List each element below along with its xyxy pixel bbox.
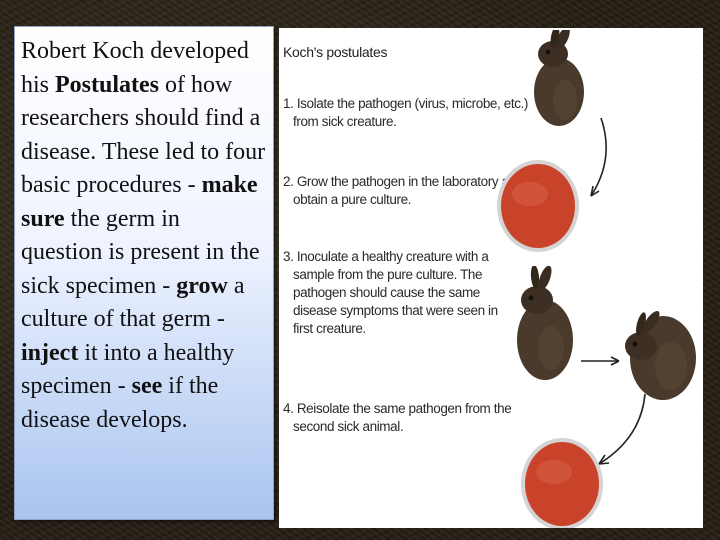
body-text: Robert Koch developed his xyxy=(21,38,249,98)
description-textbox: Robert Koch developed his Postulates of … xyxy=(14,26,274,520)
body-text: the germ in question is present in the s… xyxy=(21,205,260,299)
arrow-icon xyxy=(598,393,646,465)
petri-dish-image xyxy=(521,438,603,528)
step-2: 2. Grow the pathogen in the laboratory a… xyxy=(283,173,523,209)
step-line: sample from the pure culture. The xyxy=(293,267,483,282)
emphasis-text: see xyxy=(131,373,163,399)
step-line: Isolate the pathogen (virus, microbe, et… xyxy=(296,96,529,111)
step-1: 1. Isolate the pathogen (virus, microbe,… xyxy=(283,95,528,131)
step-line: Reisolate the same pathogen from the xyxy=(296,401,512,416)
step-number: 3. xyxy=(283,249,294,264)
emphasis-text: Postulates xyxy=(55,71,160,98)
step-line: pathogen should cause the same xyxy=(293,285,480,300)
description-text: Robert Koch developed his Postulates of … xyxy=(15,27,273,437)
koch-postulates-figure: Koch's postulates 1. Isolate the pathoge… xyxy=(279,28,703,528)
step-line: obtain a pure culture. xyxy=(293,192,412,207)
body-text: if the disease develops. xyxy=(21,373,219,433)
step-line: Grow the pathogen in the laboratory and xyxy=(296,174,523,189)
step-4: 4. Reisolate the same pathogen from the … xyxy=(283,400,512,436)
emphasis-text: inject xyxy=(21,339,79,366)
petri-dish-image xyxy=(497,160,579,252)
body-text: it into a healthy specimen - xyxy=(21,339,235,400)
body-text: of how researchers should find a disease… xyxy=(21,71,266,199)
arrow-icon xyxy=(581,356,620,366)
emphasis-text: grow xyxy=(176,272,228,299)
emphasis-text: make sure xyxy=(21,172,258,232)
body-text: a culture of that germ - xyxy=(21,272,245,333)
arrow-icon xyxy=(590,117,607,197)
step-line: disease symptoms that were seen in xyxy=(293,303,498,318)
step-line: from sick creature. xyxy=(293,114,397,129)
healthy-rabbit-image xyxy=(517,266,573,380)
step-number: 4. xyxy=(283,401,294,416)
second-sick-rabbit-image xyxy=(625,310,696,400)
step-number: 1. xyxy=(283,96,294,111)
step-line: first creature. xyxy=(293,321,366,336)
figure-title: Koch's postulates xyxy=(283,44,388,60)
step-3: 3. Inoculate a healthy creature with a s… xyxy=(283,248,498,338)
step-number: 2. xyxy=(283,174,294,189)
step-line: Inoculate a healthy creature with a xyxy=(296,249,489,264)
sick-rabbit-image xyxy=(534,30,584,126)
step-line: second sick animal. xyxy=(293,419,404,434)
